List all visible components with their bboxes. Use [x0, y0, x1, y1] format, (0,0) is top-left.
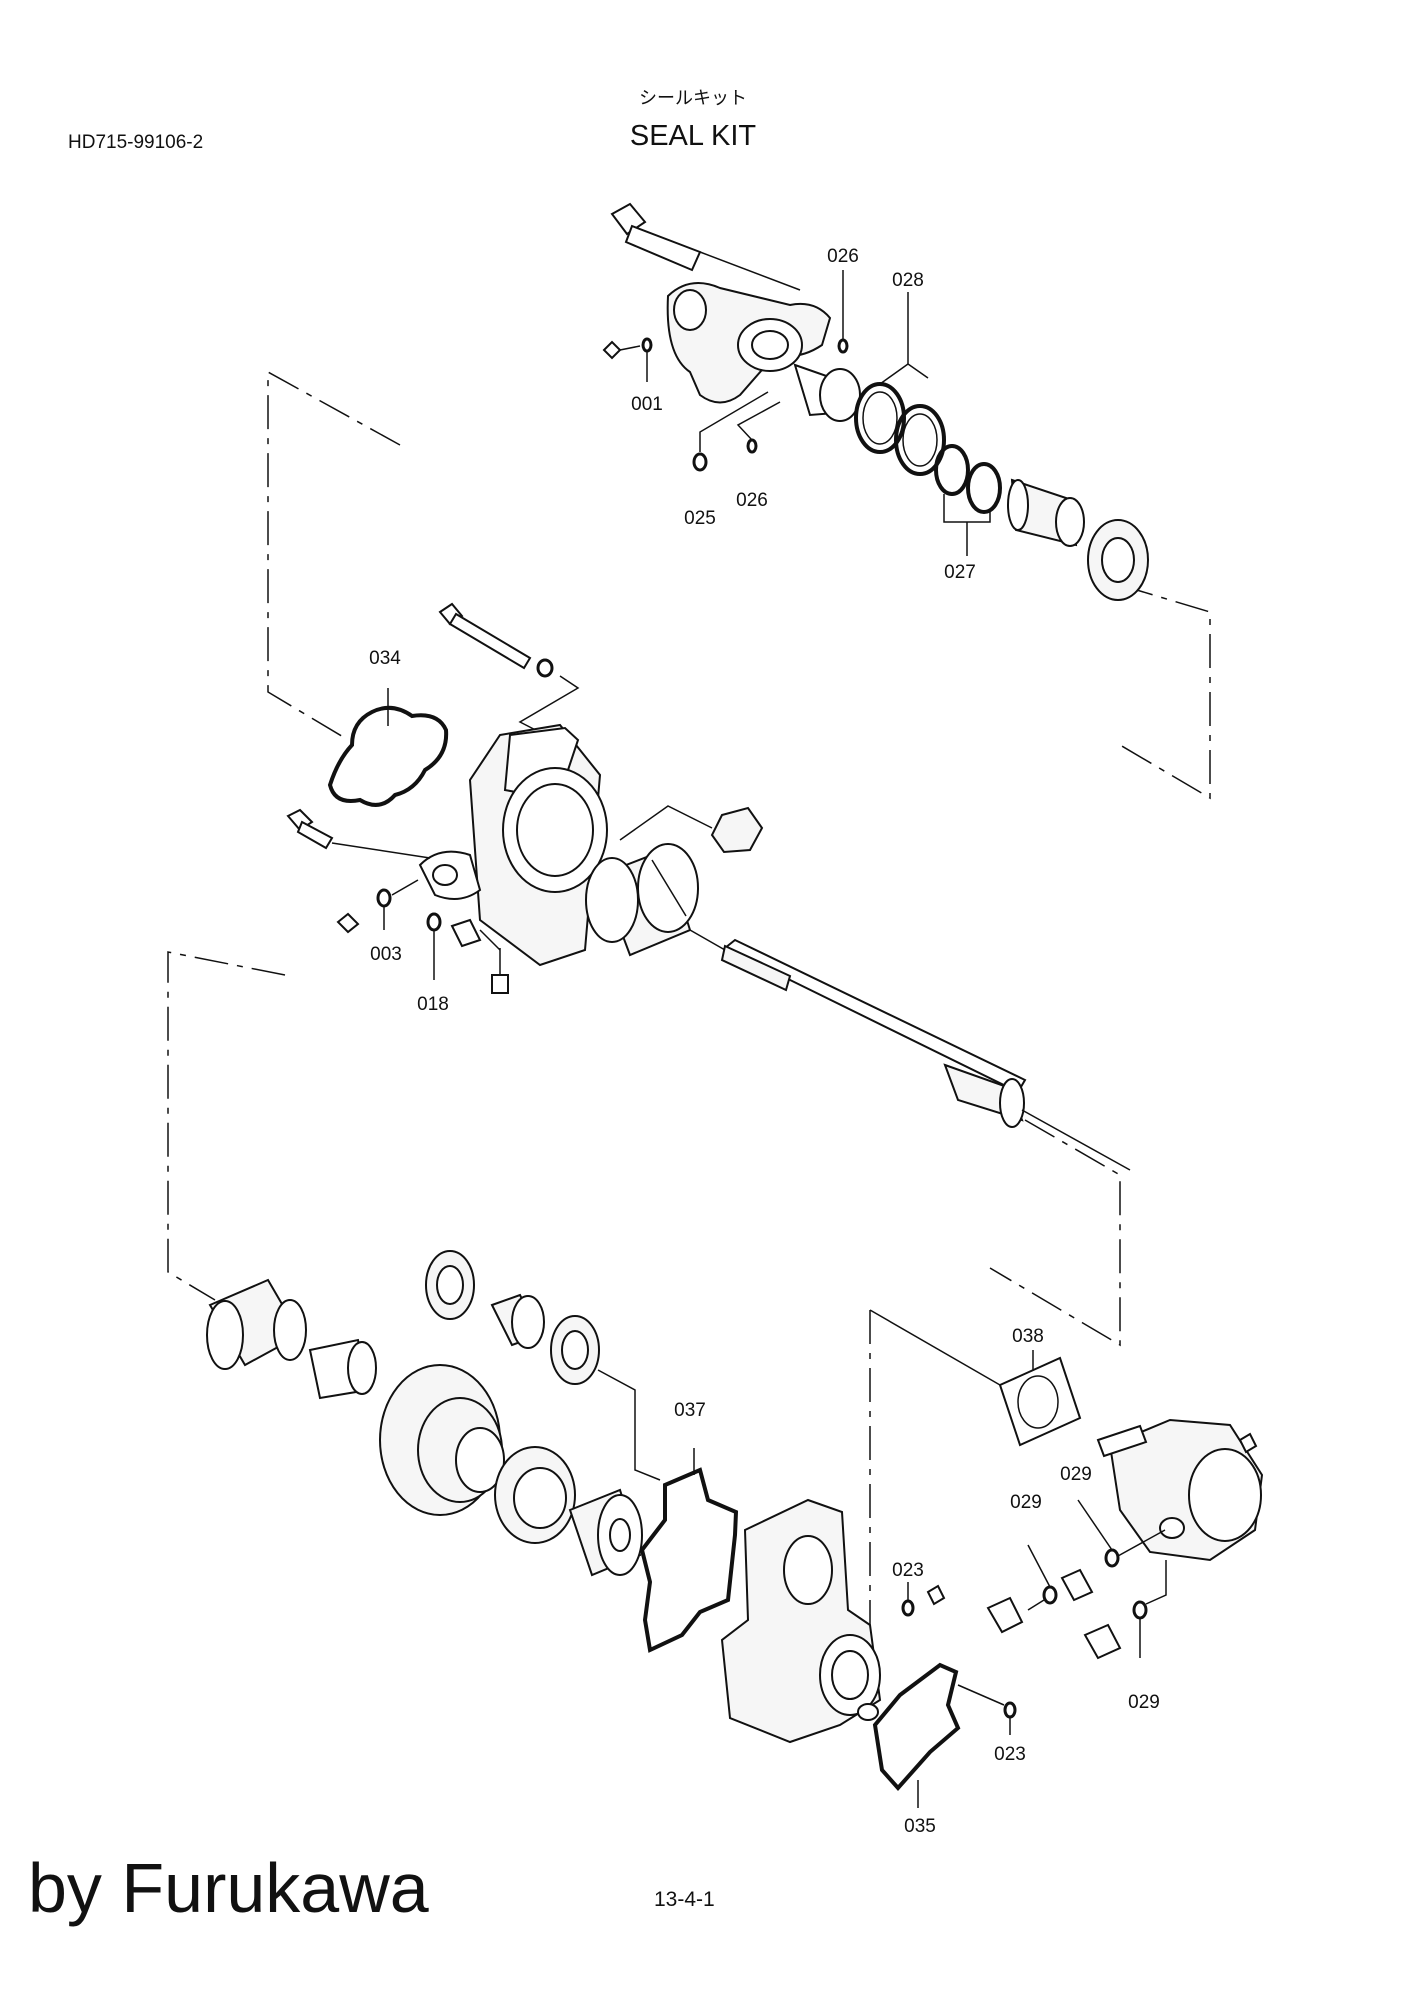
callout-035: 035	[904, 1816, 936, 1837]
callout-038: 038	[1012, 1326, 1044, 1347]
callout-028: 028	[892, 270, 924, 291]
callout-labels: 001 003 018 023 023 025 026 026 027 028 …	[369, 246, 1160, 1837]
middle-cover-assembly	[286, 602, 1131, 1171]
callout-029-b: 029	[1010, 1492, 1042, 1513]
drawing-code: HD715-99106-2	[68, 132, 204, 153]
page-title-japanese: シールキット	[639, 88, 747, 108]
credit-text: by Furukawa	[28, 1849, 429, 1927]
callout-018: 018	[417, 994, 449, 1015]
callout-001: 001	[631, 394, 663, 415]
callout-023-upper: 023	[892, 1560, 924, 1581]
callout-029-a: 029	[1060, 1464, 1092, 1485]
callout-026-upper: 026	[827, 246, 859, 267]
callout-034: 034	[369, 648, 401, 669]
callout-023-lower: 023	[994, 1744, 1026, 1765]
callout-025: 025	[684, 508, 716, 529]
callout-029-c: 029	[1128, 1692, 1160, 1713]
page-number: 13-4-1	[654, 1888, 715, 1911]
callout-003: 003	[370, 944, 402, 965]
page-title: SEAL KIT	[629, 120, 757, 152]
callout-037: 037	[674, 1400, 706, 1421]
callout-026-lower: 026	[736, 490, 768, 511]
callout-027: 027	[944, 562, 976, 583]
assembly-lines	[167, 370, 1211, 1700]
top-valve-assembly	[602, 202, 1149, 601]
bottom-gear-assembly	[206, 1250, 1264, 1808]
